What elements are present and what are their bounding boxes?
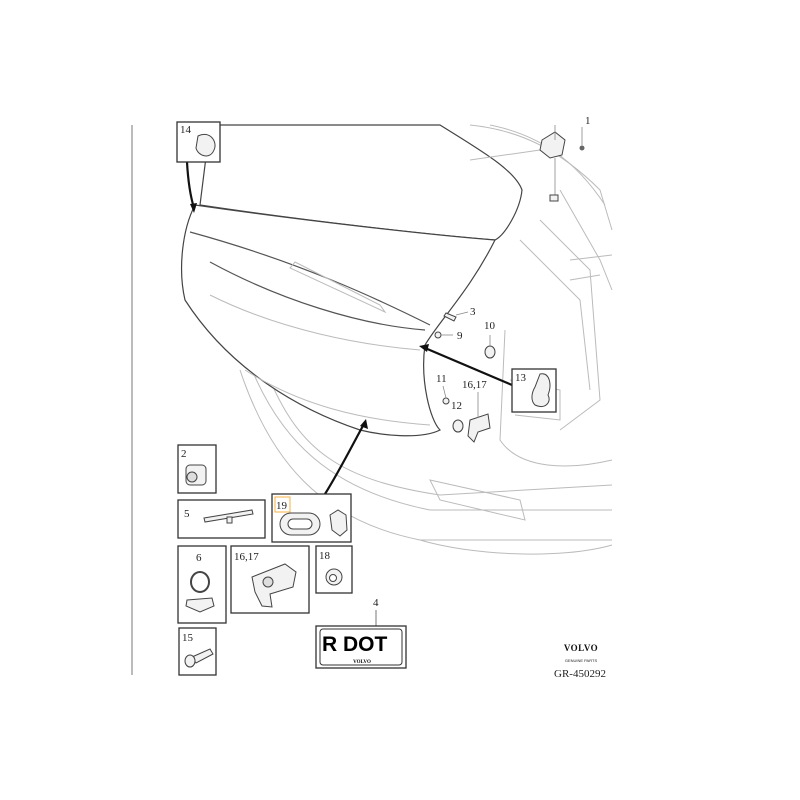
part-number-13: 13 (515, 372, 527, 384)
callout-16-17: 16,17 (462, 379, 487, 391)
small-fasteners (434, 311, 496, 443)
part-box-13[interactable]: 13 (511, 368, 557, 413)
vehicle-body-outline (239, 124, 613, 555)
part-number-6: 6 (196, 552, 202, 564)
part-number-2: 2 (181, 448, 187, 460)
part-number-15: 15 (182, 632, 194, 644)
plate-text: R DOT (322, 633, 388, 656)
leader-arrows (185, 161, 513, 495)
part-box-18[interactable]: 18 (315, 545, 353, 594)
callout-11: 11 (436, 373, 447, 385)
plate-brand: VOLVO (353, 660, 371, 665)
part-box-19[interactable]: 19 (271, 493, 352, 543)
callout-10: 10 (484, 320, 496, 332)
part-number-4: 4 (373, 597, 379, 609)
genuine-parts-tagline: GENUINE PARTS (565, 658, 598, 663)
part-number-19: 19 (276, 500, 288, 512)
part-number-5: 5 (184, 508, 190, 520)
part-4-badge-plate[interactable]: 4 R DOT VOLVO (315, 597, 407, 669)
part-box-14[interactable]: 14 (176, 121, 221, 163)
part-box-15[interactable]: 15 (178, 627, 217, 676)
callout-9: 9 (457, 330, 463, 342)
part-box-16-17[interactable]: 16,17 (230, 545, 310, 614)
part-number-16-17: 16,17 (234, 551, 259, 563)
callout-1: 1 (585, 115, 591, 127)
highlight-frame (274, 496, 291, 513)
callout-3: 3 (470, 306, 476, 318)
volvo-logo: VOLVO (564, 643, 598, 653)
callout-12: 12 (451, 400, 462, 412)
tailgate-panel (181, 204, 496, 437)
part-box-5[interactable]: 5 (177, 499, 266, 539)
part-number-14: 14 (180, 124, 192, 136)
part-box-2[interactable]: 2 (177, 444, 217, 494)
part-number-18: 18 (319, 550, 331, 562)
part-box-6[interactable]: 6 (177, 545, 227, 624)
diagram-reference: GR-450292 (554, 668, 606, 680)
hinge-part (539, 125, 585, 202)
